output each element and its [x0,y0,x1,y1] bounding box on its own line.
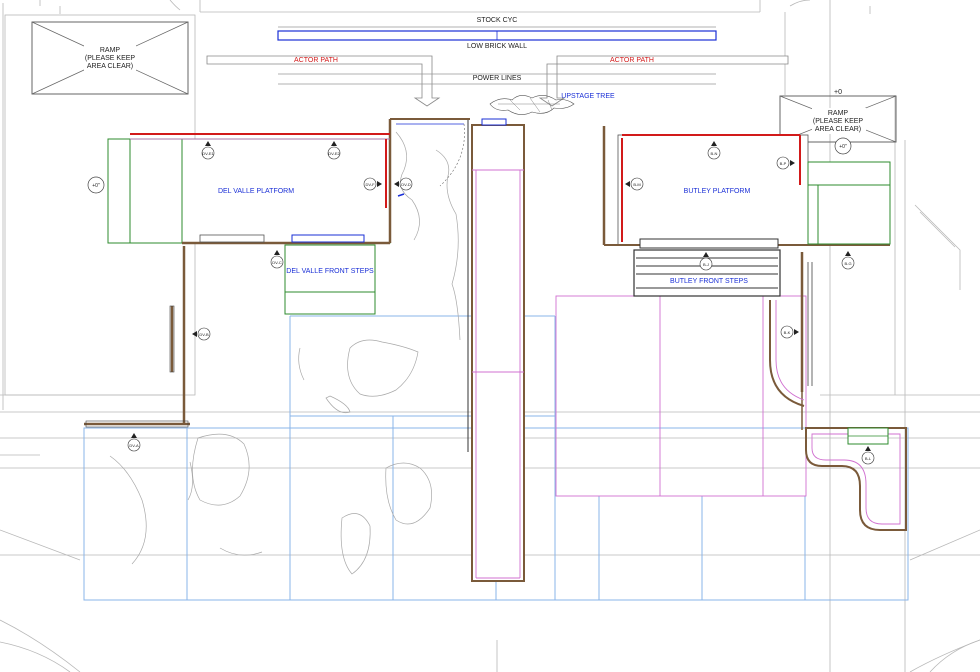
ramp-right-label-3: AREA CLEAR) [815,126,861,133]
svg-text:DV-D: DV-D [401,182,411,187]
upstage-tree-label: UPSTAGE TREE [561,93,615,100]
tag-b-m: B-M [625,177,644,191]
tag-dv-e2: DV-E2 [327,141,341,160]
ramp-left-label-3: AREA CLEAR) [87,63,133,70]
tag-b-k: B-K [780,325,799,339]
del-valle-front-steps-label: DEL VALLE FRONT STEPS [286,268,374,275]
svg-text:B-K: B-K [784,330,791,335]
tag-b-g: B-G [841,251,855,270]
butley-front-steps-label: BUTLEY FRONT STEPS [670,278,748,285]
bottom-arcs [0,639,980,672]
actor-path-right-label: ACTOR PATH [610,57,654,64]
stock-cyc-label: STOCK CYC [477,17,518,24]
left-wall-outline [85,305,189,428]
tag-b-p: B-P [776,156,795,170]
upstage-elements: STOCK CYC LOW BRICK WALL ACTOR PATH ACTO… [206,17,789,107]
svg-text:DV-B: DV-B [199,332,209,337]
tag-dv-a: DV-A [127,433,141,452]
tag-b-l: B-L [861,446,875,465]
upstage-tree: UPSTAGE TREE [489,93,615,115]
ramp-right-elevation: +0 [834,89,842,96]
tag-b-n: B-N [707,141,721,160]
magenta-grid [555,295,807,497]
right-walls [769,252,907,531]
elevation-left-ramp: +0" [92,183,100,189]
ramp-left-label-2: (PLEASE KEEP [85,55,136,62]
del-valle-front-steps: DEL VALLE FRONT STEPS [284,244,376,315]
tag-b-j: B-J [699,252,713,271]
power-lines-label: POWER LINES [473,75,522,82]
butley-platform-label: BUTLEY PLATFORM [684,188,751,195]
ramp-right-label-2: (PLEASE KEEP [813,118,864,125]
svg-text:DV-A: DV-A [129,443,139,448]
svg-text:DV-E2: DV-E2 [328,151,340,156]
svg-text:B-L: B-L [865,456,872,461]
actor-path-left-label: ACTOR PATH [294,57,338,64]
svg-text:B-J: B-J [703,262,709,267]
elevation-markers: +0" +0" [87,137,852,194]
svg-text:B-M: B-M [633,182,640,187]
view-tags: DV-E1 DV-E2 DV-F DV-D DV-C DV-B [127,141,875,465]
ramp-left: RAMP (PLEASE KEEP AREA CLEAR) [31,21,189,95]
tag-dv-d: DV-D [394,177,413,191]
low-brick-wall-label: LOW BRICK WALL [467,43,527,50]
tag-dv-b: DV-B [192,327,211,341]
tag-dv-e1: DV-E1 [201,141,215,160]
svg-text:DV-C: DV-C [272,260,282,265]
svg-text:B-N: B-N [711,151,718,156]
butley-platform: BUTLEY PLATFORM [602,126,891,246]
svg-text:DV-F: DV-F [365,182,375,187]
ramp-right-label-1: RAMP [828,110,849,117]
ramp-left-label-1: RAMP [100,47,121,54]
elevation-right-ramp: +0" [839,144,847,150]
del-valle-platform-label: DEL VALLE PLATFORM [218,188,294,195]
left-walls [84,246,190,426]
svg-text:DV-E1: DV-E1 [202,151,214,156]
center-catwalk [467,118,525,582]
del-valle-platform: DEL VALLE PLATFORM [107,119,392,245]
svg-text:B-G: B-G [844,261,851,266]
tag-dv-f: DV-F [363,177,382,191]
tag-dv-c: DV-C [270,250,284,269]
ramp-right: +0 RAMP (PLEASE KEEP AREA CLEAR) [779,89,897,143]
del-valle-doorway [390,118,470,197]
svg-text:B-P: B-P [780,161,787,166]
